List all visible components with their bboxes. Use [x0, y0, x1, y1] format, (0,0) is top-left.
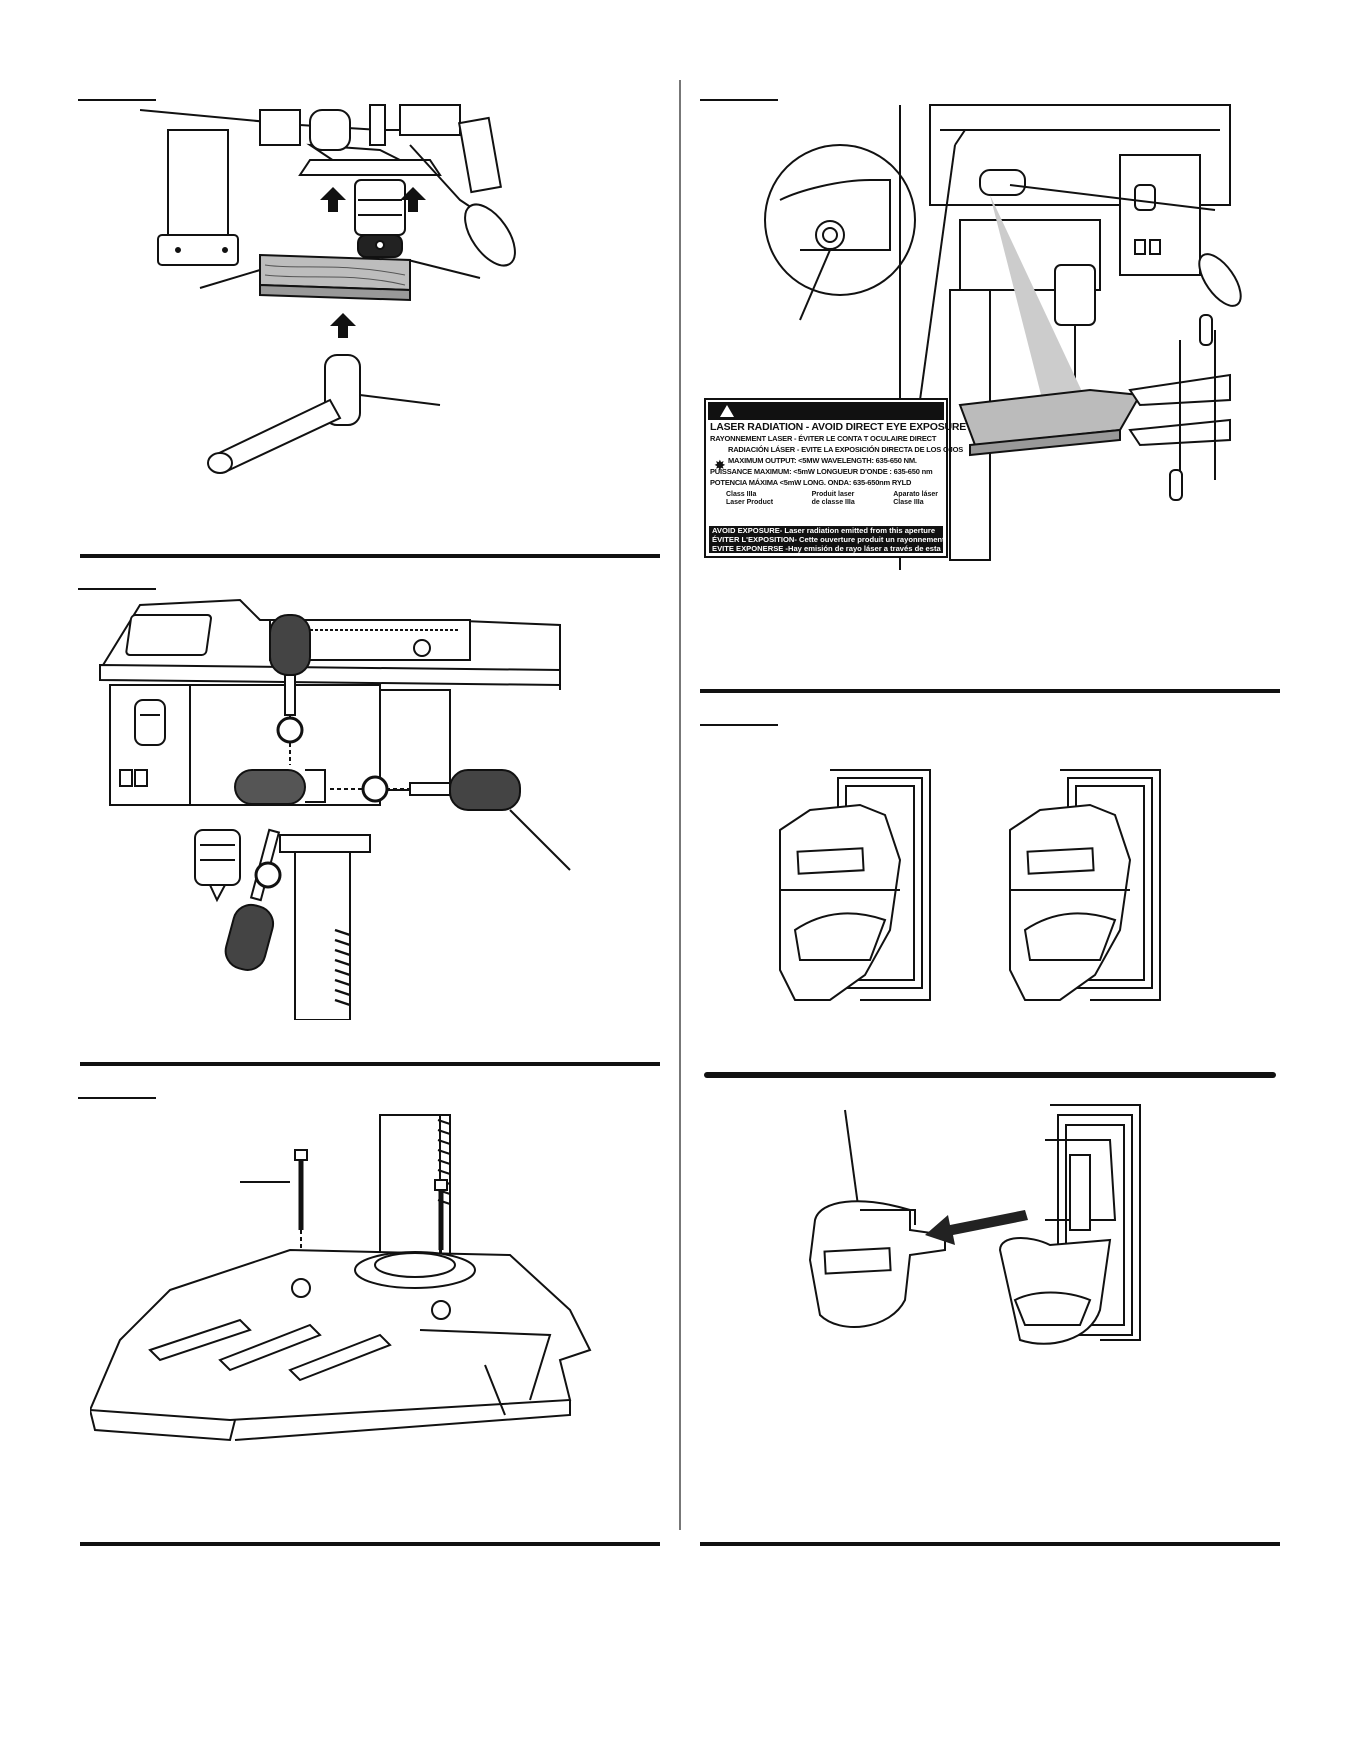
section-rule-left-2: [80, 1062, 660, 1066]
figure-laser-adjust: [80, 590, 640, 1020]
class-es-1: Aparato láser: [893, 491, 938, 498]
figure-base-bolts: [90, 1110, 640, 1460]
avoid-line-1: AVOID EXPOSURE- Laser radiation emitted …: [712, 526, 936, 535]
class-en-1: Class IIIa: [726, 491, 757, 498]
label-line-4: MAXIMUM OUTPUT: <5MW WAVELENGTH: 635-650…: [728, 456, 917, 465]
switch-housing-left: [779, 769, 931, 1001]
label-line-1: LASER RADIATION - AVOID DIRECT EYE EXPOS…: [710, 421, 967, 433]
label-header: [708, 402, 944, 420]
section-rule-left-1: [80, 554, 660, 558]
figure-laser-label-location: [760, 100, 1260, 570]
figure-chuck-removal: [140, 100, 640, 480]
figure-tab-5: [700, 724, 778, 726]
arrow-up-icon: [320, 187, 426, 338]
label-line-5: PUISSANCE MAXIMUM: <5mW LONGUEUR D'ONDE …: [710, 467, 933, 476]
label-avoid-block: AVOID EXPOSURE- Laser radiation emitted …: [709, 526, 943, 553]
section-rule-right-1: [700, 689, 1280, 693]
label-line-2: RAYONNEMENT LASER - ÉVITER LE CONTA T OC…: [710, 434, 937, 443]
avoid-line-2: ÉVITER L'EXPOSITION- Cette ouverture pro…: [712, 535, 943, 544]
avoid-line-3: EVITE EXPONERSE -Hay emisión de rayo lás…: [712, 544, 943, 553]
laser-warning-label: LASER RADIATION - AVOID DIRECT EYE EXPOS…: [704, 398, 967, 558]
section-rule-left-3: [80, 1542, 660, 1546]
center-divider: [679, 80, 681, 1530]
class-en-2: Laser Product: [726, 499, 774, 506]
figure-tab-4: [700, 99, 778, 101]
label-line-6: POTENCIA MÁXIMA <5mW LONG. ONDA: 635-650…: [710, 478, 912, 487]
figure-tab-3: [78, 1097, 156, 1099]
figure-switch-key: [770, 760, 1210, 1060]
figure-key-removal: [800, 1100, 1170, 1370]
warning-triangle-icon: [720, 405, 734, 417]
arrow-left-icon: [925, 1210, 1028, 1245]
figure-tab-1: [78, 99, 156, 101]
class-fr-2: de classe IIIa: [811, 499, 855, 506]
switch-housing-right: [1009, 769, 1161, 1001]
class-fr-1: Produit laser: [811, 491, 855, 498]
section-rule-right-2: [704, 1072, 1276, 1078]
class-es-2: Clase IIIa: [893, 499, 924, 506]
label-line-3: RADIACIÓN LÁSER - EVITE LA EXPOSICIÓN DI…: [728, 445, 964, 454]
section-rule-right-3: [700, 1542, 1280, 1546]
rotation-arrow-icon: [254, 716, 389, 889]
laser-burst-icon: ✸: [714, 457, 726, 473]
figure-tab-2: [78, 588, 156, 590]
